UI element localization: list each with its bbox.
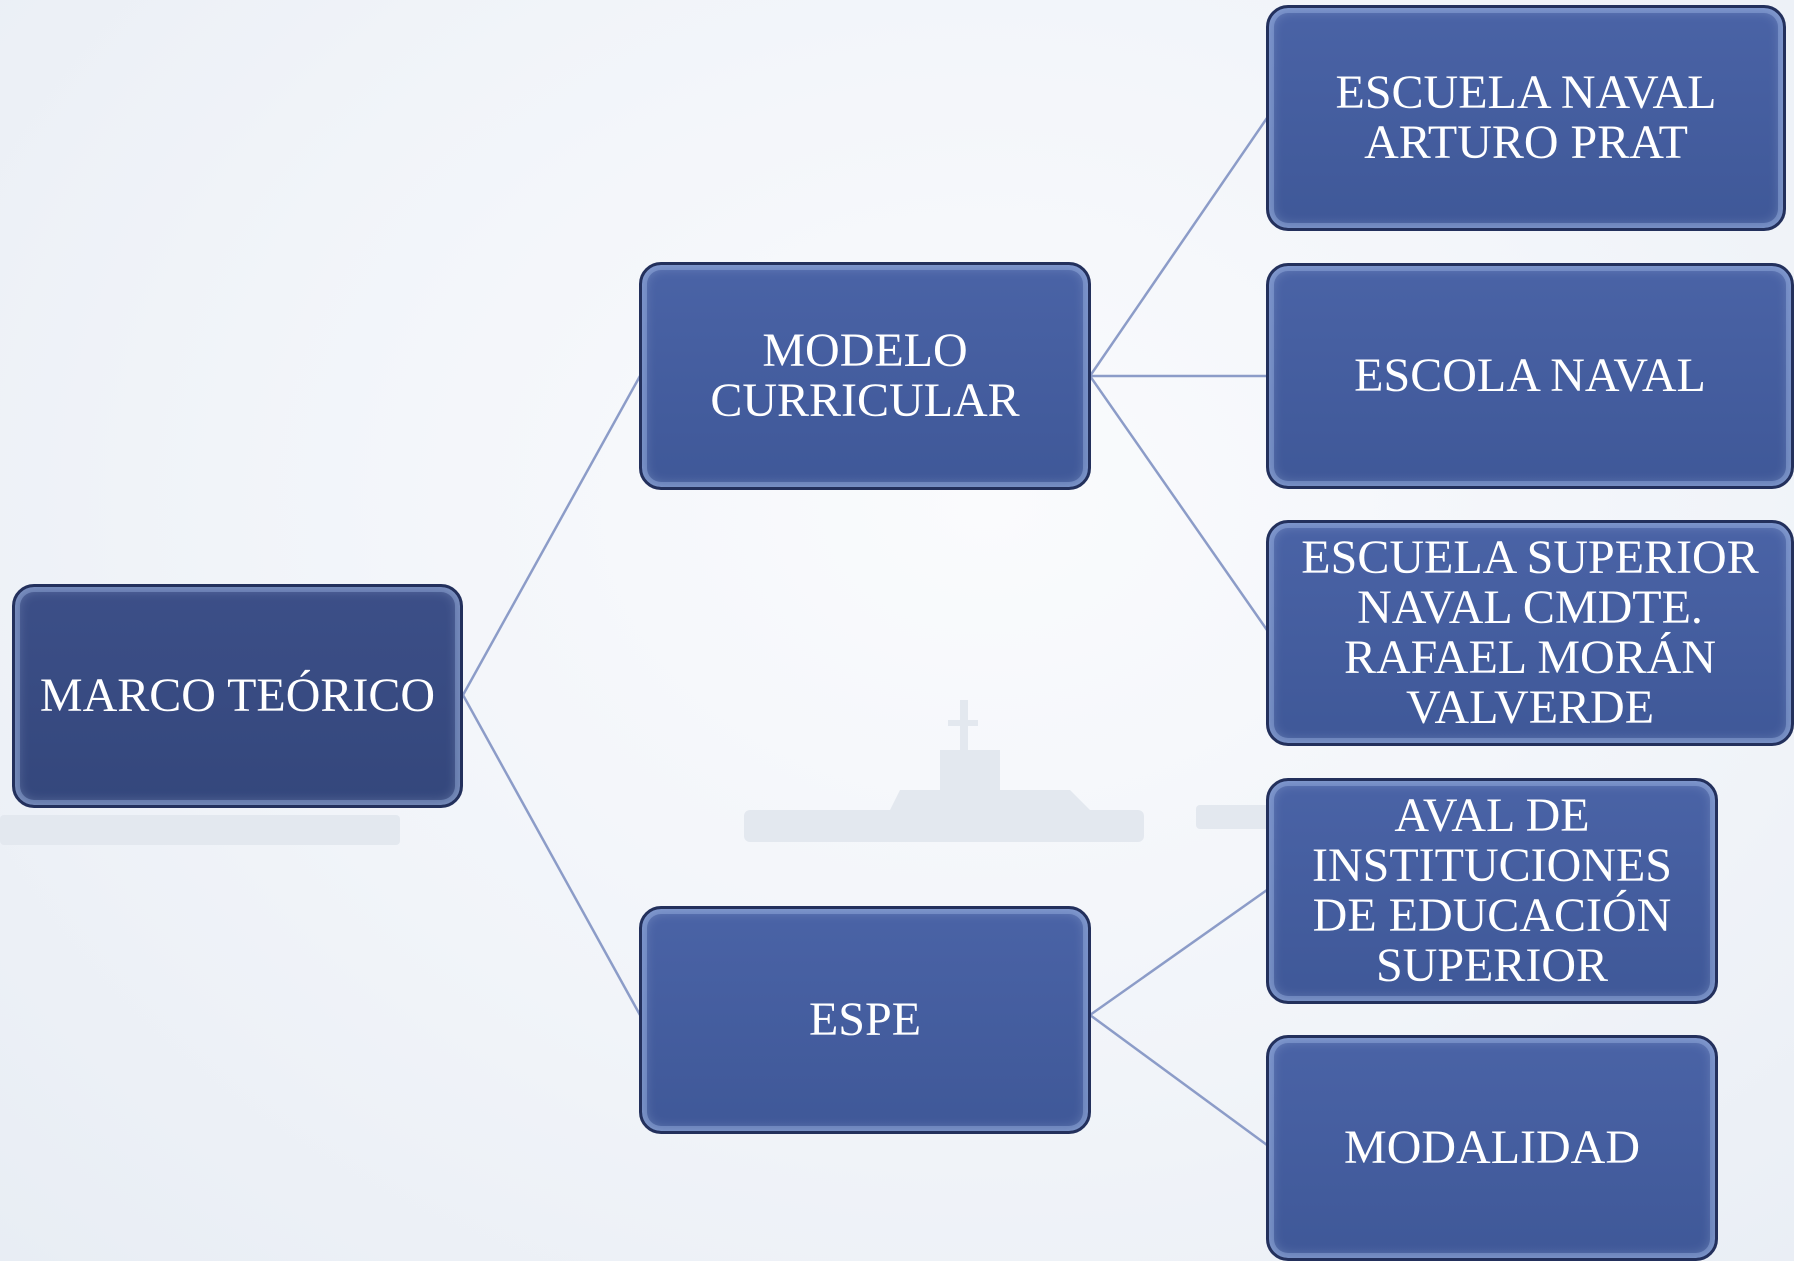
node-label: ESCUELA SUPERIOR NAVAL CMDTE. RAFAEL MOR… bbox=[1301, 531, 1759, 734]
node-label: ESPE bbox=[808, 993, 922, 1047]
node-espe: ESPE bbox=[639, 906, 1091, 1134]
node-marco-teorico: MARCO TEÓRICO bbox=[12, 584, 463, 808]
node-label: ESCUELA NAVAL ARTURO PRAT bbox=[1335, 66, 1717, 169]
node-label: AVAL DE INSTITUCIONES DE EDUCACIÓN SUPER… bbox=[1312, 789, 1672, 992]
node-aval-instituciones: AVAL DE INSTITUCIONES DE EDUCACIÓN SUPER… bbox=[1266, 778, 1718, 1004]
node-modalidad: MODALIDAD bbox=[1266, 1035, 1718, 1261]
node-modelo-curricular: MODELO CURRICULAR bbox=[639, 262, 1091, 490]
connector-espe-to-aval bbox=[1089, 888, 1268, 1017]
connector-root-to-espe bbox=[461, 694, 642, 1016]
connector-root-to-modelo bbox=[461, 375, 642, 696]
connector-modelo-to-escuela-naval bbox=[1088, 117, 1269, 377]
node-label: MODELO CURRICULAR bbox=[710, 324, 1020, 427]
node-label: MARCO TEÓRICO bbox=[39, 669, 436, 723]
connector-modelo-to-escuela-superior bbox=[1088, 375, 1269, 631]
connector-espe-to-modalidad bbox=[1089, 1013, 1268, 1147]
node-label: MODALIDAD bbox=[1344, 1121, 1640, 1175]
node-escola-naval: ESCOLA NAVAL bbox=[1266, 263, 1794, 489]
node-escuela-superior-naval: ESCUELA SUPERIOR NAVAL CMDTE. RAFAEL MOR… bbox=[1266, 520, 1794, 746]
node-escuela-naval-arturo-prat: ESCUELA NAVAL ARTURO PRAT bbox=[1266, 5, 1786, 231]
node-label: ESCOLA NAVAL bbox=[1354, 349, 1706, 403]
